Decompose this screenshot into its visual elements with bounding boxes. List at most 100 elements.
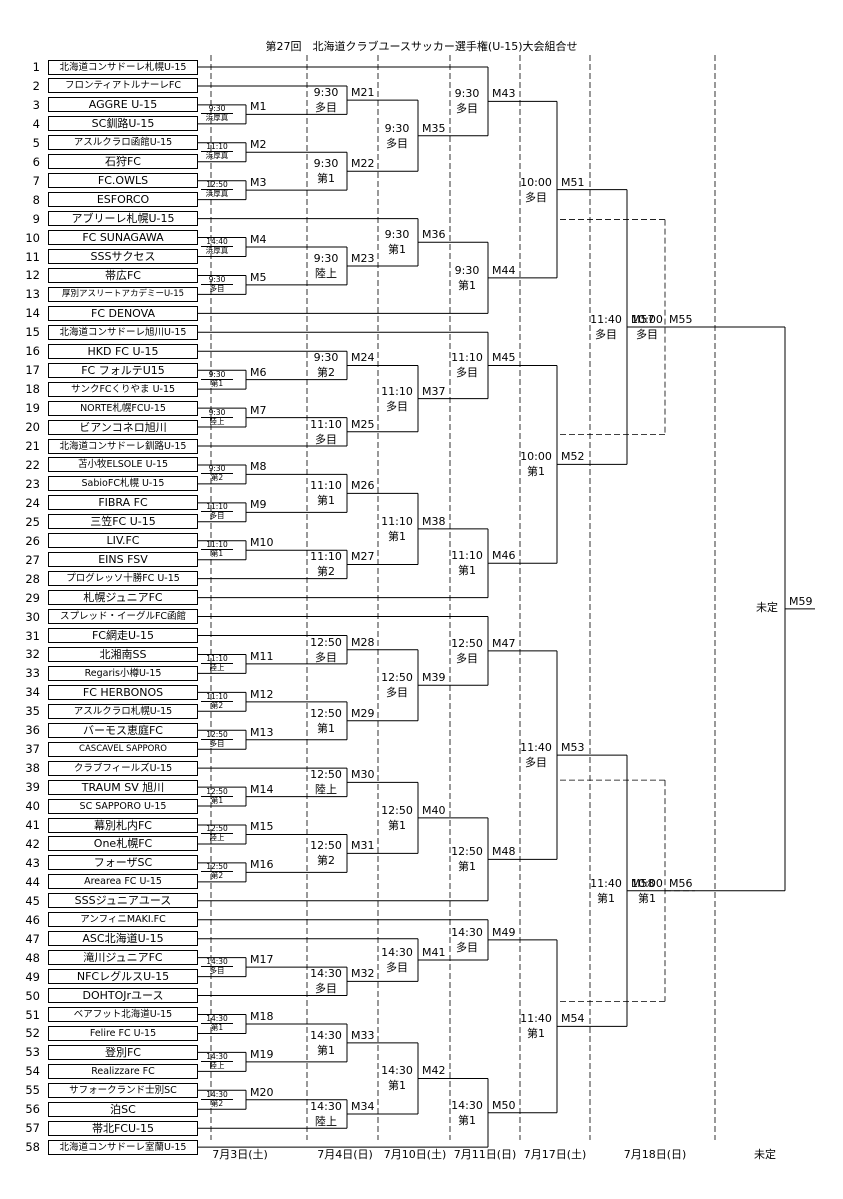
match-venue: 浜厚真 xyxy=(205,189,229,199)
team-name: Arearea FC U-15 xyxy=(48,874,198,890)
match-venue: 第2 xyxy=(317,366,335,380)
match-time: 9:30 xyxy=(313,351,339,365)
team-number: 13 xyxy=(25,287,40,302)
match-time: 14:30 xyxy=(201,1052,233,1062)
team-name: ベアフット北海道U-15 xyxy=(48,1007,198,1022)
match-id: M46 xyxy=(492,549,516,563)
match-time: 11:10 xyxy=(201,503,233,513)
match-time: 11:10 xyxy=(201,541,233,551)
team-number: 58 xyxy=(25,1140,40,1155)
match-venue: 第1 xyxy=(317,494,335,508)
match-venue: 第1 xyxy=(317,172,335,186)
match-venue: 多目 xyxy=(315,101,337,115)
match-venue: 第2 xyxy=(210,1098,224,1108)
team-name: AGGRE U-15 xyxy=(48,97,198,113)
team-name: Regaris小樽U-15 xyxy=(48,665,198,681)
match-id: M39 xyxy=(422,671,446,685)
team-number: 11 xyxy=(25,249,40,264)
match-id: M27 xyxy=(351,550,375,564)
match-time: 12:50 xyxy=(310,635,342,649)
match-id: M30 xyxy=(351,768,375,782)
match-time: 12:50 xyxy=(201,863,233,873)
team-name: アンフィニMAKI.FC xyxy=(48,912,198,928)
match-time: 12:50 xyxy=(381,671,413,685)
match-id: M44 xyxy=(492,263,516,277)
team-number: 35 xyxy=(25,704,40,719)
match-id: M10 xyxy=(250,536,274,550)
team-number: 39 xyxy=(25,780,40,795)
match-venue: 多目 xyxy=(209,511,225,521)
team-name: TRAUM SV 旭川 xyxy=(48,779,198,795)
match-venue: 多目 xyxy=(209,966,225,976)
match-id: M5 xyxy=(250,270,267,284)
team-number: 10 xyxy=(25,230,40,245)
match-time: 9:30 xyxy=(201,465,233,475)
match-time: 9:30 xyxy=(454,263,480,277)
match-id: M21 xyxy=(351,86,375,100)
team-name: バーモス恵庭FC xyxy=(48,722,198,738)
team-number: 37 xyxy=(25,742,40,757)
match-venue: 陸上 xyxy=(209,662,225,672)
team-number: 3 xyxy=(32,97,40,112)
match-id: M34 xyxy=(351,1099,375,1113)
team-number: 8 xyxy=(32,192,40,207)
match-id: M3 xyxy=(250,176,267,190)
match-time: 14:30 xyxy=(381,946,413,960)
match-id: M58 xyxy=(631,876,655,890)
match-id: M22 xyxy=(351,157,375,171)
team-number: 29 xyxy=(25,590,40,605)
match-id: M37 xyxy=(422,384,446,398)
match-id: M20 xyxy=(250,1085,274,1099)
match-venue: 第1 xyxy=(388,529,406,543)
match-time: 12:50 xyxy=(201,825,233,835)
match-venue: 浜厚真 xyxy=(205,113,229,123)
match-time: 12:50 xyxy=(201,730,233,740)
team-name: 幕別札内FC xyxy=(48,817,198,833)
match-venue: 第2 xyxy=(210,871,224,881)
team-name: EINS FSV xyxy=(48,552,198,568)
match-venue: 多目 xyxy=(315,432,337,446)
team-name: NFCレグルスU-15 xyxy=(48,969,198,985)
team-name: Felire FC U-15 xyxy=(48,1025,198,1041)
team-name: 滝川ジュニアFC xyxy=(48,950,198,966)
match-venue: 第2 xyxy=(210,473,224,483)
match-time: 12:50 xyxy=(451,845,483,859)
team-name: 北湘南SS xyxy=(48,646,198,662)
team-number: 56 xyxy=(25,1102,40,1117)
match-venue: 第1 xyxy=(638,891,656,905)
match-venue: 浜厚真 xyxy=(205,246,229,256)
match-id: M42 xyxy=(422,1064,446,1078)
match-time: 11:10 xyxy=(201,143,233,153)
team-number: 22 xyxy=(25,457,40,472)
match-venue: 第1 xyxy=(458,564,476,578)
team-number: 21 xyxy=(25,439,40,453)
match-id: M41 xyxy=(422,946,446,960)
team-number: 38 xyxy=(25,761,40,776)
match-venue: 第1 xyxy=(527,465,545,479)
match-id: M16 xyxy=(250,858,274,872)
team-number: 1 xyxy=(32,60,40,74)
match-time: 9:30 xyxy=(384,121,410,135)
match-venue: 第1 xyxy=(388,243,406,257)
match-id: M33 xyxy=(351,1028,375,1042)
match-id: M2 xyxy=(250,138,267,152)
team-number: 52 xyxy=(25,1026,40,1041)
match-venue: 第2 xyxy=(210,700,224,710)
match-time: 14:30 xyxy=(310,967,342,981)
final-time: 未定 xyxy=(756,600,778,614)
match-venue: 多目 xyxy=(209,738,225,748)
team-name: DOHTOJrユース xyxy=(48,988,198,1004)
match-venue: 多目 xyxy=(386,961,408,975)
team-name: 札幌ジュニアFC xyxy=(48,590,198,606)
team-name: スプレッド・イーグルFC函館 xyxy=(48,609,198,625)
match-id: M57 xyxy=(631,312,655,326)
match-venue: 陸上 xyxy=(315,266,337,280)
match-venue: 多目 xyxy=(456,940,478,954)
match-id: M50 xyxy=(492,1098,516,1112)
